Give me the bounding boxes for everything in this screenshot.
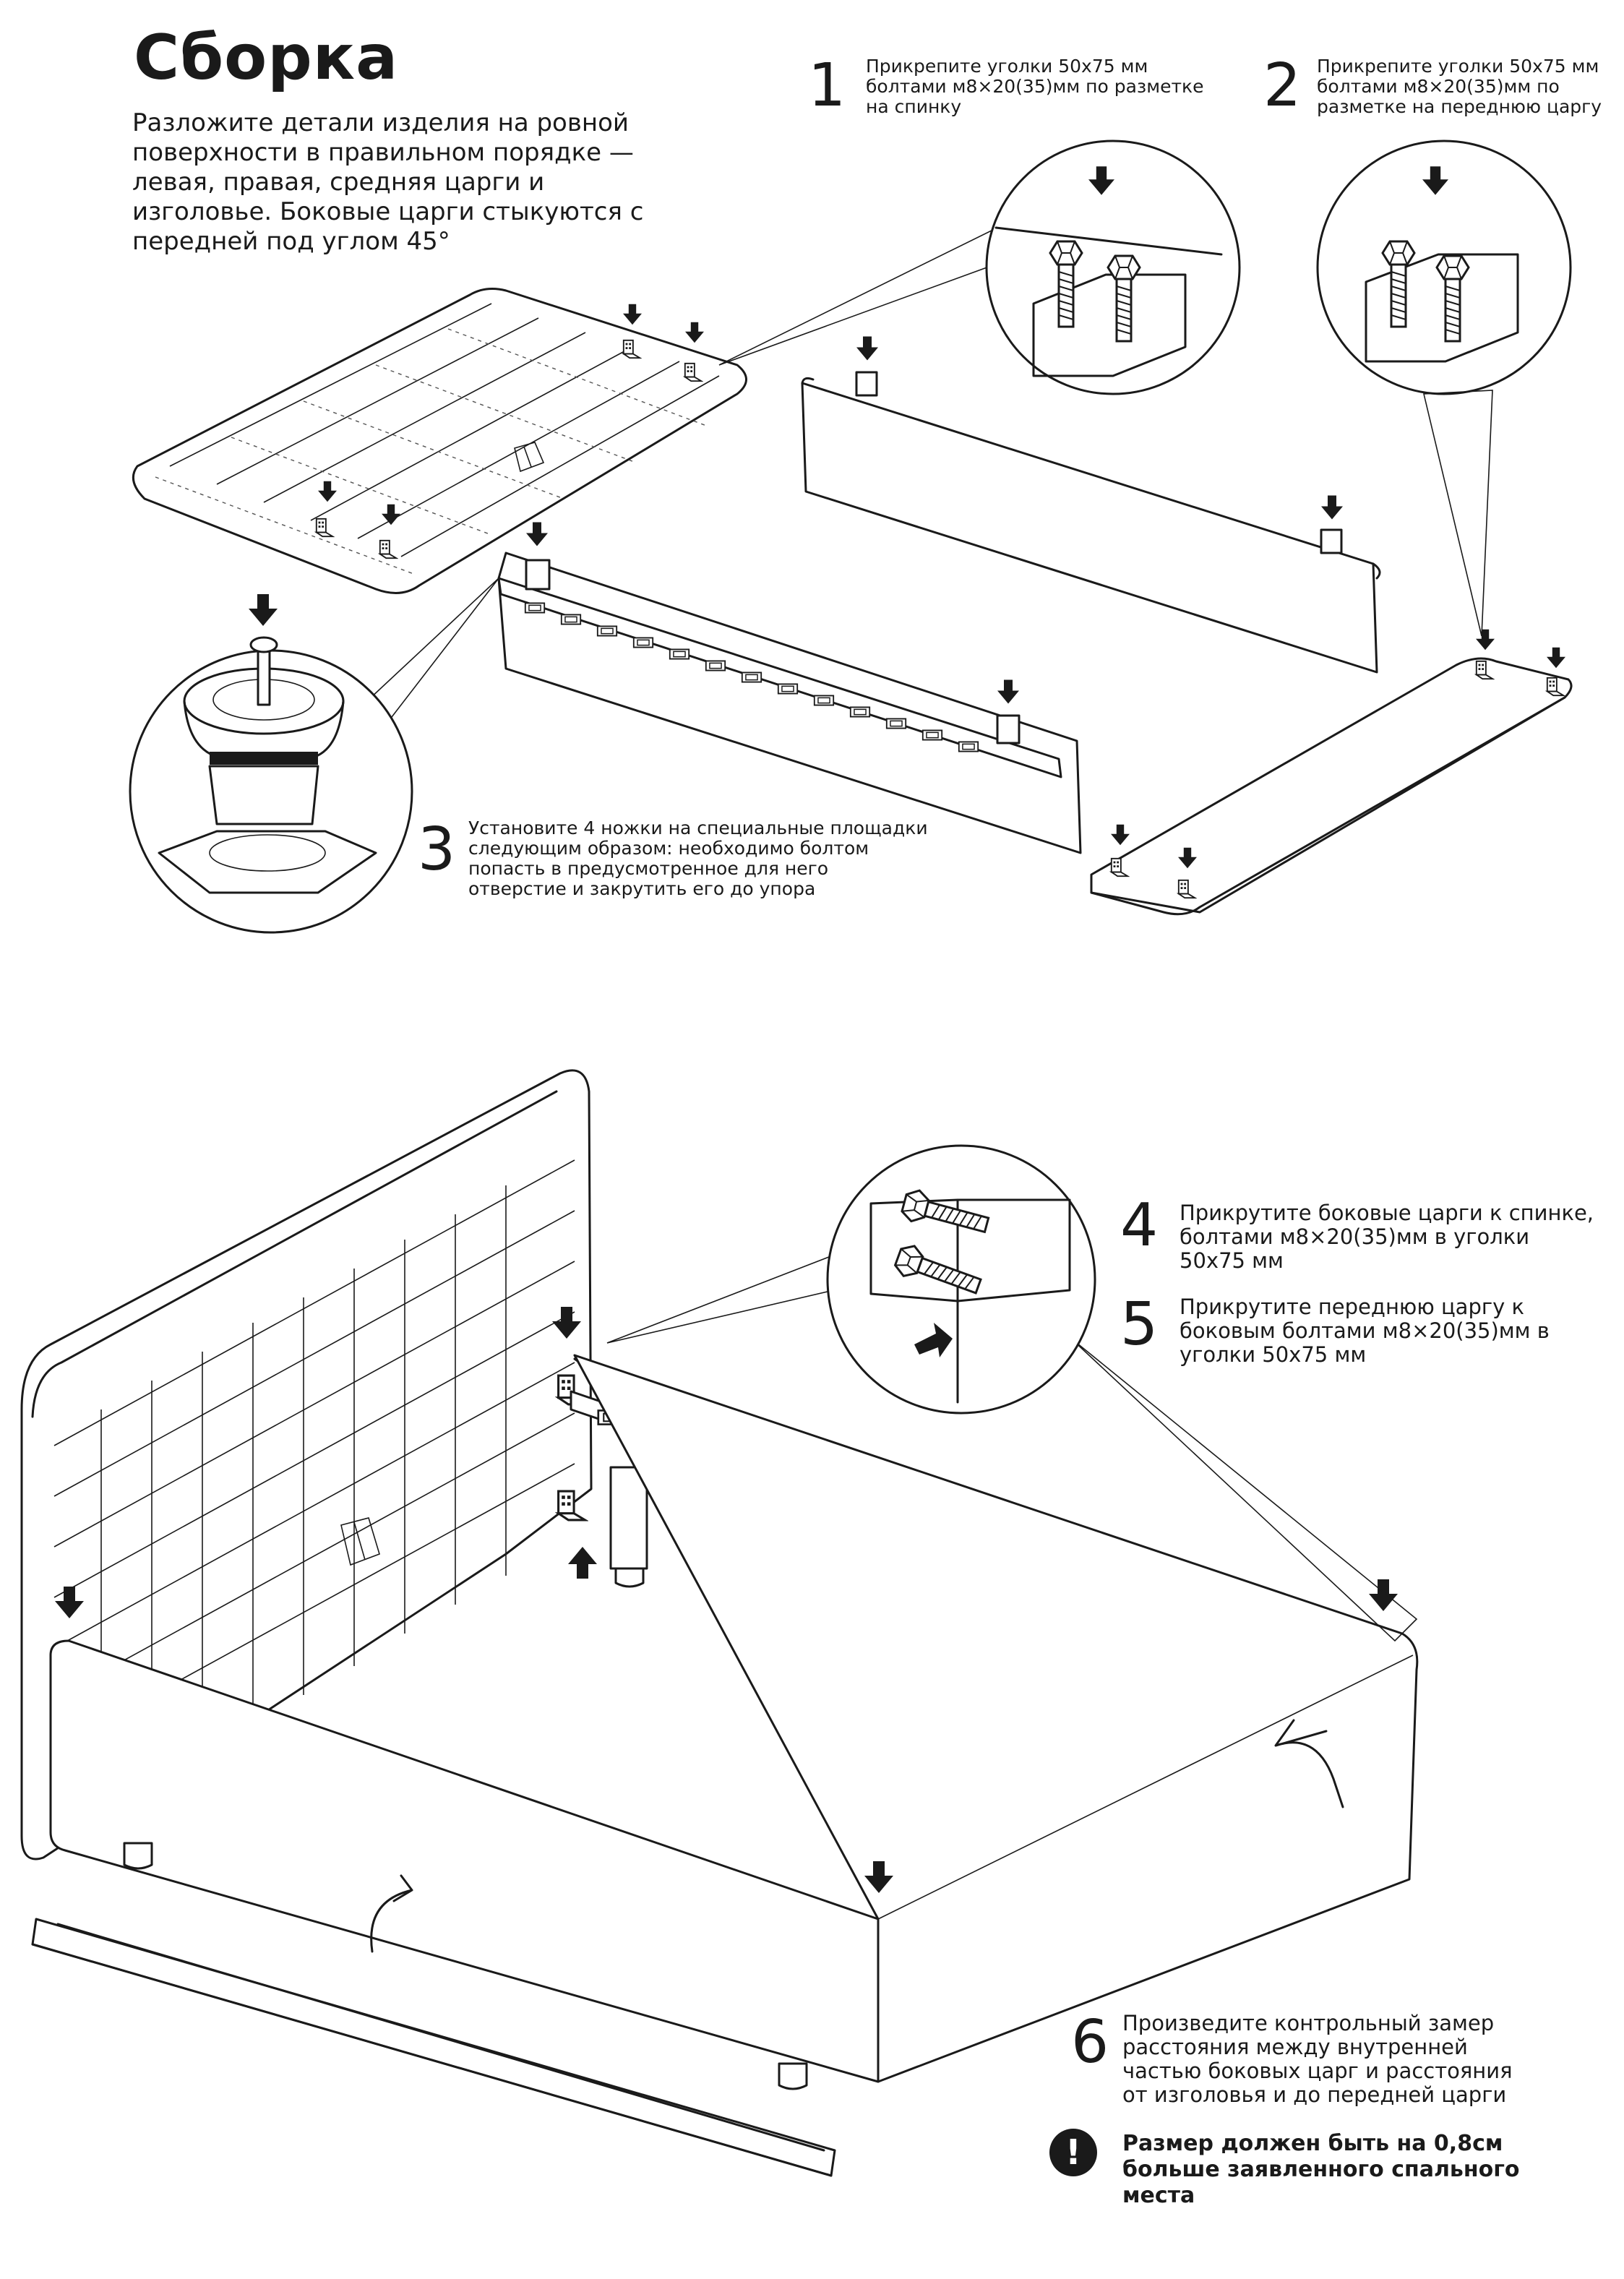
step-text-2: Прикрепите уголки 50х75 мм болтами м8×20… bbox=[1317, 56, 1602, 117]
down-arrow-icon bbox=[1476, 629, 1495, 651]
step-text-1: Прикрепите уголки 50х75 мм болтами м8×20… bbox=[866, 56, 1204, 117]
down-arrow-icon bbox=[249, 594, 278, 626]
detail-circle-2 bbox=[1316, 140, 1572, 395]
step-text-4: Прикрутите боковые царги к спинке, болта… bbox=[1180, 1201, 1594, 1273]
side-rail bbox=[497, 522, 1082, 854]
headboard-panel bbox=[132, 288, 747, 594]
exclamation-icon: ! bbox=[1049, 2129, 1097, 2176]
down-arrow-icon bbox=[997, 679, 1019, 704]
step-text-3: Установите 4 ножки на специальные площад… bbox=[468, 817, 928, 899]
step-text-5: Прикрутите переднюю царгу к боковым болт… bbox=[1180, 1295, 1550, 1367]
step-number-6: 6 bbox=[1071, 2008, 1109, 2077]
step-number-1: 1 bbox=[808, 51, 846, 120]
step-number-5: 5 bbox=[1120, 1290, 1159, 1359]
down-arrow-icon bbox=[685, 322, 704, 343]
intro-text: Разложите детали изделия на ровной повер… bbox=[132, 108, 644, 256]
step-number-4: 4 bbox=[1120, 1191, 1159, 1260]
warning-text: Размер должен быть на 0,8см больше заявл… bbox=[1122, 2131, 1520, 2208]
assembled-bed bbox=[20, 1069, 1419, 2177]
down-arrow-icon bbox=[1111, 824, 1130, 846]
headboard-tufts bbox=[53, 1159, 575, 1821]
down-arrow-icon bbox=[1321, 495, 1343, 520]
detail-circle-3 bbox=[129, 594, 413, 934]
down-arrow-icon bbox=[623, 304, 642, 325]
step-text-6: Произведите контрольный замер расстояния… bbox=[1122, 2011, 1513, 2107]
up-arrow-icon bbox=[568, 1547, 597, 1579]
detail-circle-1 bbox=[985, 140, 1241, 395]
step-number-2: 2 bbox=[1263, 51, 1302, 120]
front-rail bbox=[1090, 629, 1573, 916]
detail-circle-4 bbox=[826, 1144, 1096, 1415]
page-title: Сборка bbox=[134, 22, 399, 94]
down-arrow-icon bbox=[1547, 647, 1565, 669]
step-number-3: 3 bbox=[418, 815, 456, 884]
down-arrow-icon bbox=[526, 522, 548, 546]
back-rail bbox=[801, 336, 1381, 674]
down-arrow-icon bbox=[856, 336, 878, 361]
